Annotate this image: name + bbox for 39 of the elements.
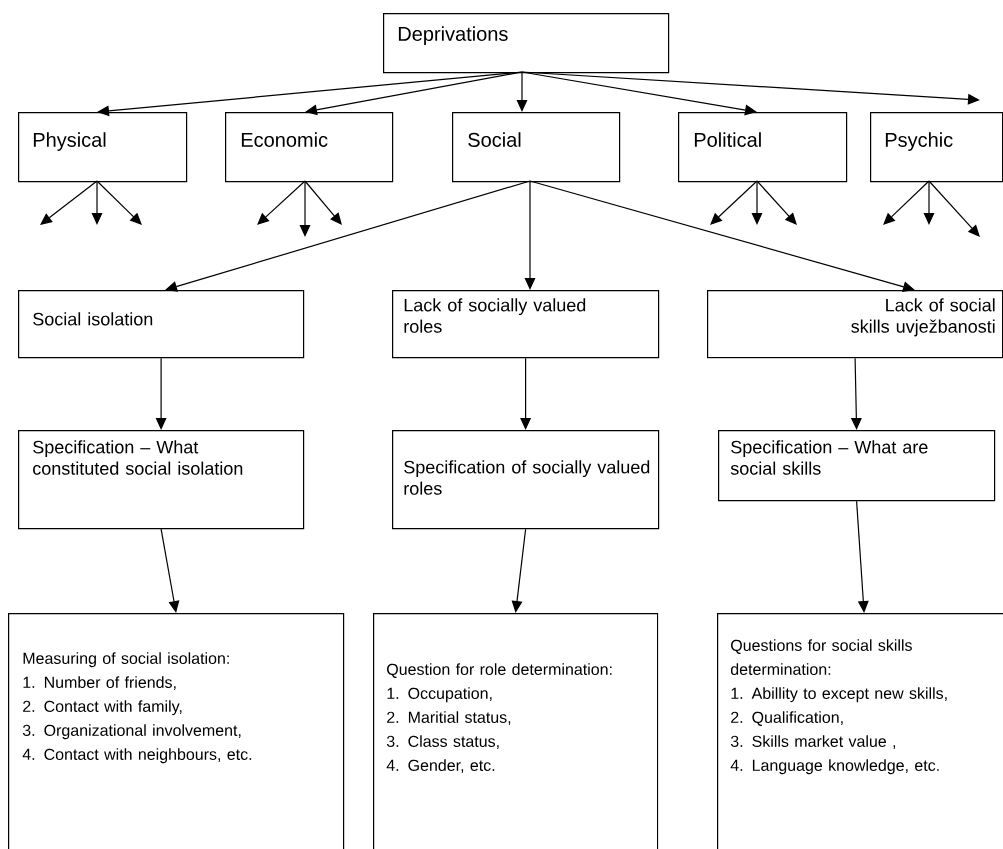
arrow xyxy=(96,180,142,225)
arrow xyxy=(751,180,763,225)
arrow xyxy=(40,180,98,225)
process-box: Social xyxy=(452,112,621,183)
arrow xyxy=(883,180,930,225)
process-box: Lack of socially valued roles xyxy=(392,290,660,359)
arrow xyxy=(160,528,180,613)
process-box: Economic xyxy=(225,112,394,183)
arrow xyxy=(710,180,758,225)
arrow xyxy=(524,180,536,290)
arrow xyxy=(155,357,167,430)
arrow xyxy=(520,357,532,430)
process-box: Measuring of social isolation: 1. Number of friends, 2. Contact with family, 3. Organizational involvement, 4. Contact with neighbours, etc. xyxy=(8,613,345,849)
arrow xyxy=(923,180,935,225)
arrow xyxy=(521,71,980,105)
arrow xyxy=(516,71,528,112)
arrow xyxy=(305,71,523,116)
arrow xyxy=(299,180,311,237)
process-box: Question for role determination: 1. Occupation, 2. Maritial status, 3. Class status, 4. Gender, etc. xyxy=(373,613,659,849)
process-box: Deprivations xyxy=(383,13,670,74)
arrow xyxy=(165,180,531,292)
process-box: Psychic xyxy=(870,112,1003,183)
arrow xyxy=(97,71,523,117)
arrow xyxy=(304,180,342,225)
arrow xyxy=(91,180,103,225)
process-box: Specification – What are social skills xyxy=(718,430,996,502)
arrow xyxy=(928,180,980,237)
process-box: Physical xyxy=(18,112,188,183)
process-box: Lack of social skills uvježbanosti xyxy=(707,290,1003,359)
arrow xyxy=(511,528,527,613)
process-box: Political xyxy=(678,112,848,183)
arrow xyxy=(856,500,869,613)
arrow xyxy=(529,180,915,292)
arrow xyxy=(257,180,306,225)
process-box: Questions for social skills determination: 1. Abillity to except new skills, 2. Qualification, 3. Skills market value , 4. Language knowledge, etc. xyxy=(717,613,1003,849)
process-box: Social isolation xyxy=(18,290,305,359)
process-box: Specification of socially valued roles xyxy=(392,430,660,530)
process-box: Specification – What constituted social isolation xyxy=(18,430,305,530)
arrow xyxy=(756,180,797,225)
